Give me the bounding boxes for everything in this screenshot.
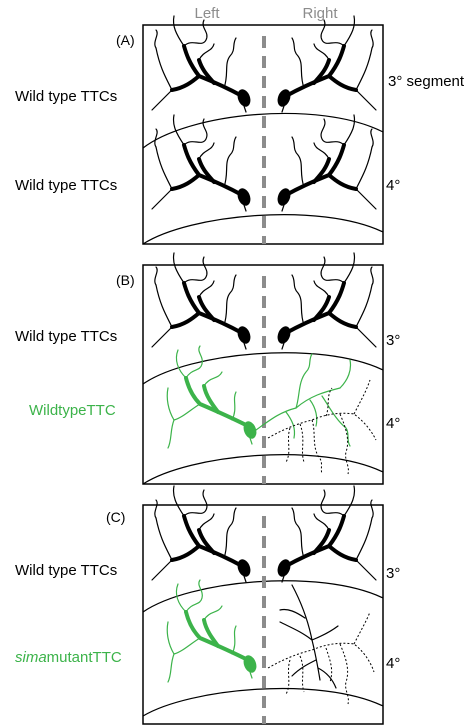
segment-label: 4° xyxy=(386,177,400,194)
segment-boundary xyxy=(142,687,384,717)
header-left: Left xyxy=(194,5,220,22)
panel-b: (B) Wild type TTCs 3° WildtypeTTC 4° xyxy=(15,251,400,485)
row-label-green: simamutantTTC xyxy=(15,649,122,666)
row-label: Wild type TTCs xyxy=(15,562,117,579)
panel-c: (C) Wild type TTCs 3° simamutantTTC 4° xyxy=(15,484,400,725)
segment-boundary xyxy=(142,112,384,149)
segment-label: 4° xyxy=(386,415,400,432)
segment-label: 4° xyxy=(386,655,400,672)
segment-label: 3° segment xyxy=(388,73,465,90)
row-label-italic: sima xyxy=(15,649,47,666)
panel-c-id: (C) xyxy=(106,509,125,525)
segment-boundary xyxy=(142,454,384,485)
panel-a-id: (A) xyxy=(116,32,135,48)
row-label-green: WildtypeTTC xyxy=(29,402,116,419)
segment-label: 3° xyxy=(386,565,400,582)
segment-boundary xyxy=(142,352,384,385)
segment-boundary xyxy=(142,580,384,613)
header-right: Right xyxy=(302,5,338,22)
absent-arbor xyxy=(267,412,377,441)
row-label: Wild type TTCs xyxy=(15,177,117,194)
panel-a: (A) Wild type TTCs 3° segment Wild type … xyxy=(15,14,465,245)
row-label: Wild type TTCs xyxy=(15,328,117,345)
segment-boundary xyxy=(142,214,384,245)
segment-label: 3° xyxy=(386,332,400,349)
row-label-rest: mutantTTC xyxy=(47,649,122,666)
absent-arbor xyxy=(267,642,375,673)
row-label: Wild type TTCs xyxy=(15,88,117,105)
panel-b-id: (B) xyxy=(116,272,135,288)
green-wildtype-ttc xyxy=(165,344,261,450)
